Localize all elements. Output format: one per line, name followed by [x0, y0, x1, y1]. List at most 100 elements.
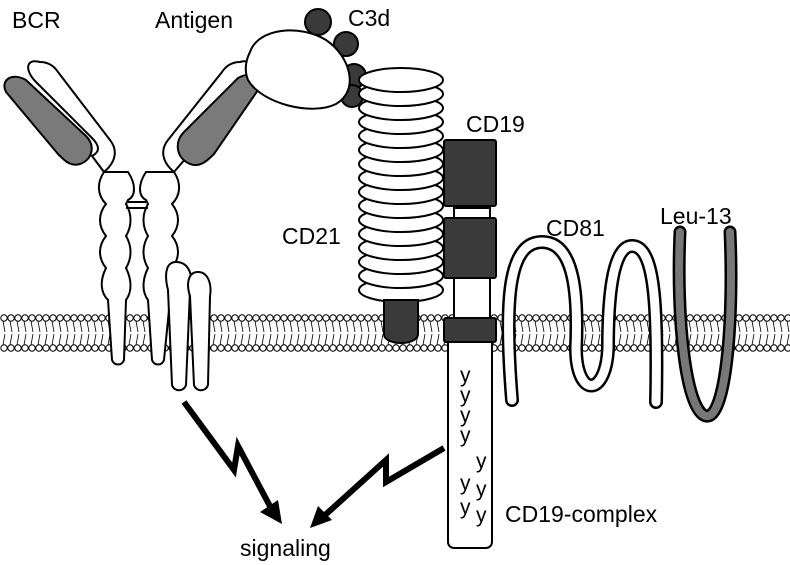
signaling-arrows	[181, 400, 446, 528]
lipid-head	[616, 344, 624, 352]
lipid-tail	[737, 320, 741, 333]
lipid-tail	[51, 333, 55, 346]
lipid-head	[343, 314, 351, 322]
lipid-head	[322, 314, 330, 322]
cd81-tetraspanin-inner	[504, 237, 661, 407]
lipid-head	[616, 314, 624, 322]
lipid-head	[84, 344, 92, 352]
lipid-tail	[758, 320, 762, 333]
lipid-head	[7, 344, 15, 352]
lipid-tail	[744, 320, 748, 333]
lipid-tail	[590, 320, 594, 333]
lipid-head	[399, 344, 407, 352]
lipid-tail	[219, 333, 223, 346]
cd21-label: CD21	[282, 223, 341, 249]
lipid-tail	[702, 320, 706, 333]
lipid-head	[413, 344, 421, 352]
lipid-tail	[646, 320, 650, 333]
lipid-tail	[345, 320, 349, 333]
lipid-tail	[366, 320, 370, 333]
lipid-tail	[212, 320, 216, 333]
lipid-head	[49, 344, 57, 352]
lipid-head	[245, 344, 253, 352]
lipid-head	[546, 344, 554, 352]
lipid-head	[532, 344, 540, 352]
tyrosine-residue: y	[460, 472, 471, 495]
lipid-tail	[541, 333, 545, 346]
leu13-label: Leu-13	[660, 203, 732, 229]
lipid-tail	[317, 320, 321, 333]
lipid-tail	[23, 333, 27, 346]
lipid-head	[231, 314, 239, 322]
lipid-head	[14, 314, 22, 322]
lipid-head	[252, 314, 260, 322]
bcr-light-chain-left	[3, 75, 93, 166]
lipid-head	[357, 344, 365, 352]
lipid-tail	[625, 333, 629, 346]
bcr-heavy-stem-right	[139, 171, 180, 366]
tyrosine-residue: y	[460, 424, 471, 447]
lipid-head	[623, 344, 631, 352]
lipid-tail	[744, 333, 748, 346]
lipid-head	[266, 344, 274, 352]
lipid-head	[0, 314, 8, 322]
lipid-head	[784, 314, 790, 322]
lipid-head	[777, 344, 785, 352]
lipid-tail	[625, 320, 629, 333]
lipid-tail	[772, 333, 776, 346]
lipid-head	[259, 344, 267, 352]
lipid-head	[350, 314, 358, 322]
lipid-head	[42, 314, 50, 322]
lipid-tail	[562, 333, 566, 346]
lipid-head	[371, 314, 379, 322]
lipid-head	[560, 314, 568, 322]
lipid-head	[777, 314, 785, 322]
lipid-head	[231, 344, 239, 352]
lipid-head	[28, 314, 36, 322]
lipid-head	[518, 314, 526, 322]
c3d-bead	[333, 31, 359, 57]
lipid-tail	[324, 333, 328, 346]
lipid-head	[133, 314, 141, 322]
tyrosine-residue: y	[476, 450, 487, 473]
lipid-head	[238, 314, 246, 322]
lipid-tail	[261, 333, 265, 346]
lipid-tail	[212, 333, 216, 346]
lipid-head	[560, 344, 568, 352]
lipid-head	[308, 314, 316, 322]
lipid-tail	[58, 333, 62, 346]
lipid-head	[525, 314, 533, 322]
lipid-tail	[779, 320, 783, 333]
lipid-tail	[16, 320, 20, 333]
lipid-head	[301, 314, 309, 322]
lipid-head	[686, 314, 694, 322]
lipid-head	[245, 314, 253, 322]
lipid-head	[126, 344, 134, 352]
tyrosine-residue: y	[460, 384, 471, 407]
lipid-tail	[65, 320, 69, 333]
lipid-tail	[380, 320, 384, 333]
tyrosine-residue: y	[460, 364, 471, 387]
lipid-head	[336, 344, 344, 352]
ig-alpha	[165, 260, 193, 392]
lipid-tail	[695, 333, 699, 346]
lipid-tail	[527, 320, 531, 333]
lipid-tail	[303, 320, 307, 333]
lipid-head	[665, 314, 673, 322]
lipid-head	[91, 314, 99, 322]
lipid-tail	[72, 320, 76, 333]
lipid-head	[784, 344, 790, 352]
lipid-tail	[583, 320, 587, 333]
lipid-head	[70, 344, 78, 352]
lipid-tail	[317, 333, 321, 346]
lipid-tail	[436, 333, 440, 346]
bcr-label: BCR	[12, 7, 61, 33]
lipid-tail	[219, 320, 223, 333]
lipid-tail	[779, 333, 783, 346]
lipid-tail	[44, 333, 48, 346]
lipid-head	[56, 314, 64, 322]
lipid-tail	[44, 320, 48, 333]
ig-beta	[187, 270, 212, 392]
lipid-tail	[786, 333, 790, 346]
lipid-head	[735, 344, 743, 352]
